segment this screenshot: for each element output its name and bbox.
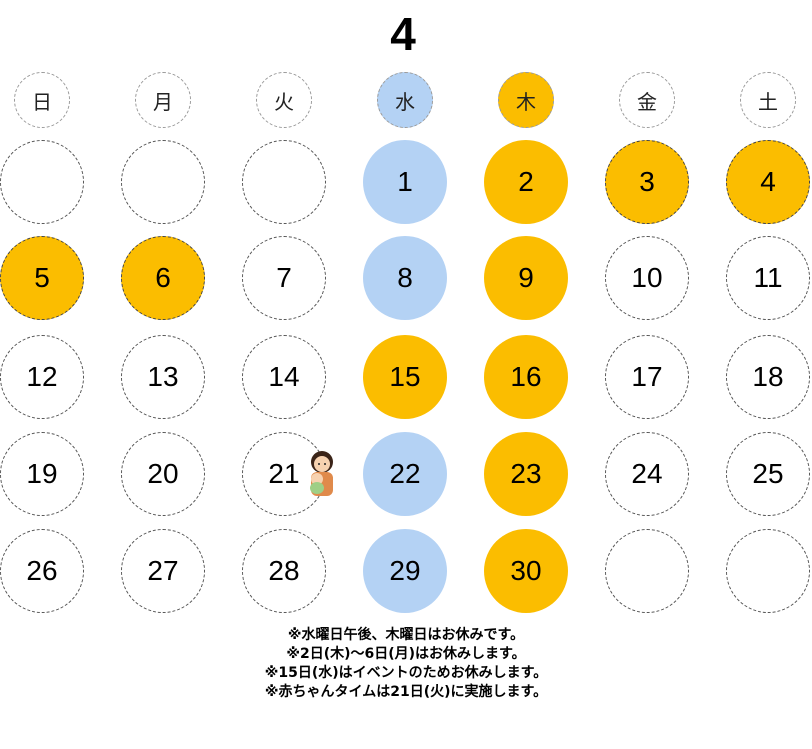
month-title: 4 — [390, 8, 416, 60]
weekday-thu: 木 — [498, 72, 554, 128]
weekday-tue: 火 — [256, 72, 312, 128]
day-cell-25: 25 — [726, 432, 810, 516]
note-line: ※赤ちゃんタイムは21日(火)に実施します。 — [264, 684, 548, 700]
day-cell-empty — [0, 140, 84, 224]
baby-icon — [310, 451, 333, 496]
day-cell-2: 2 — [484, 140, 568, 224]
day-cell-20: 20 — [121, 432, 205, 516]
day-cell-6: 6 — [121, 236, 205, 320]
day-cell-23: 23 — [484, 432, 568, 516]
day-cell-19: 19 — [0, 432, 84, 516]
day-cell-10: 10 — [605, 236, 689, 320]
day-cell-26: 26 — [0, 529, 84, 613]
day-cell-empty — [121, 140, 205, 224]
weekday-sun: 日 — [14, 72, 70, 128]
day-cell-3: 3 — [605, 140, 689, 224]
day-cell-29: 29 — [363, 529, 447, 613]
day-cell-5: 5 — [0, 236, 84, 320]
day-cell-22: 22 — [363, 432, 447, 516]
weekday-wed: 水 — [377, 72, 433, 128]
weekday-fri: 金 — [619, 72, 675, 128]
notes: ※水曜日午後、木曜日はお休みです。 ※2日(木)～6日(月)はお休みします。 ※… — [0, 626, 812, 702]
note-line: ※2日(木)～6日(月)はお休みします。 — [286, 646, 526, 662]
day-cell-27: 27 — [121, 529, 205, 613]
day-cell-empty — [242, 140, 326, 224]
day-cell-28: 28 — [242, 529, 326, 613]
day-cell-15: 15 — [363, 335, 447, 419]
day-cell-14: 14 — [242, 335, 326, 419]
day-cell-16: 16 — [484, 335, 568, 419]
note-line: ※15日(水)はイベントのためお休みします。 — [264, 665, 548, 681]
day-cell-empty — [605, 529, 689, 613]
weekday-mon: 月 — [135, 72, 191, 128]
note-line: ※水曜日午後、木曜日はお休みです。 — [287, 627, 525, 643]
day-cell-21: 21 — [242, 432, 326, 516]
day-cell-1: 1 — [363, 140, 447, 224]
day-cell-17: 17 — [605, 335, 689, 419]
day-cell-8: 8 — [363, 236, 447, 320]
day-cell-7: 7 — [242, 236, 326, 320]
day-cell-30: 30 — [484, 529, 568, 613]
day-cell-24: 24 — [605, 432, 689, 516]
day-cell-12: 12 — [0, 335, 84, 419]
weekday-sat: 土 — [740, 72, 796, 128]
day-cell-4: 4 — [726, 140, 810, 224]
day-cell-9: 9 — [484, 236, 568, 320]
day-cell-13: 13 — [121, 335, 205, 419]
day-cell-11: 11 — [726, 236, 810, 320]
day-cell-empty — [726, 529, 810, 613]
day-cell-18: 18 — [726, 335, 810, 419]
